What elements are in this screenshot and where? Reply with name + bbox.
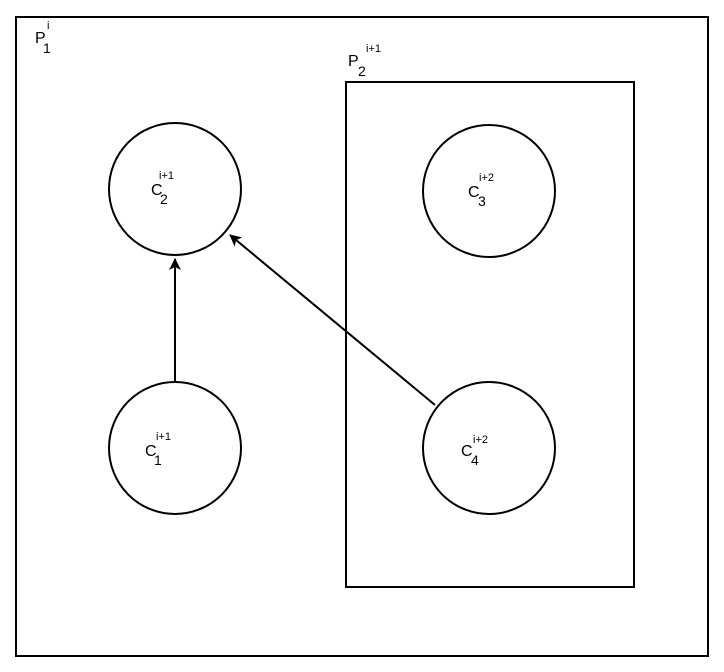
- node-label-sup: i+1: [156, 431, 171, 443]
- outer-box-label-sub: 1: [43, 40, 51, 56]
- node-label-base: C: [468, 184, 480, 201]
- node-c2: C 2 i+1: [108, 122, 242, 256]
- outer-box-label-sup: i: [47, 20, 49, 32]
- node-label-base: C: [145, 443, 157, 460]
- node-label-sup: i+2: [479, 172, 494, 184]
- node-c3-circle: [422, 124, 556, 258]
- node-c2-circle: [108, 122, 242, 256]
- edge-c4-to-c2: [229, 234, 436, 406]
- node-c1: C 1 i+1: [108, 381, 242, 515]
- outer-box-p1: [15, 16, 709, 657]
- inner-box-label: P 2 i+1: [348, 43, 381, 79]
- node-label-base: C: [461, 443, 473, 460]
- node-c4-circle: [422, 381, 556, 515]
- node-c1-circle: [108, 381, 242, 515]
- inner-box-p2: [345, 81, 635, 588]
- outer-box-label: P 1 i: [35, 20, 51, 56]
- node-label-sup: i+2: [473, 434, 488, 446]
- inner-box-label-sup: i+1: [366, 43, 381, 55]
- node-label-sub: 2: [160, 191, 168, 207]
- node-label-sub: 4: [471, 452, 479, 468]
- outer-box-label-base: P: [35, 30, 46, 47]
- node-c3: C 3 i+2: [422, 124, 556, 258]
- node-label-sub: 1: [154, 452, 162, 468]
- node-label-sup: i+1: [159, 170, 174, 182]
- node-c4: C 4 i+2: [422, 381, 556, 515]
- node-label-base: C: [151, 182, 163, 199]
- inner-box-label-base: P: [348, 53, 359, 70]
- node-label-sub: 3: [478, 193, 486, 209]
- inner-box-label-sub: 2: [358, 63, 366, 79]
